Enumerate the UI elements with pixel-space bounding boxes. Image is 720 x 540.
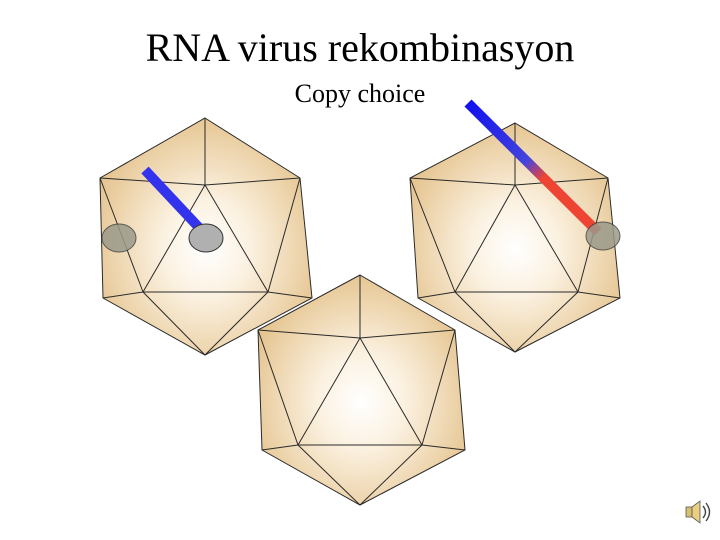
polymerase-active (188, 223, 224, 253)
polymerase-right (585, 221, 621, 251)
slide-title: RNA virus rekombinasyon (145, 25, 575, 70)
slide-subtitle: Copy choice (294, 79, 426, 108)
nascent-strand-blue (141, 166, 209, 238)
capsid-right (409, 99, 621, 353)
capsid-left (99, 117, 313, 356)
nascent-strand-blue-red (464, 99, 602, 236)
capsid-bottom (257, 274, 466, 506)
polymerase-left-end (101, 223, 137, 253)
speaker-icon[interactable] (685, 500, 711, 524)
